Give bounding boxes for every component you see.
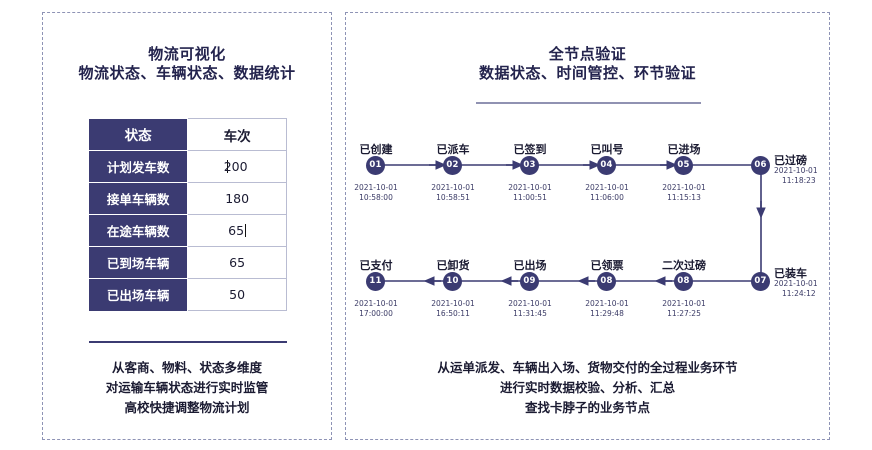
flow-node-time-08-second-weigh: 11:27:25	[667, 309, 701, 318]
flow-node-date-01: 2021-10-01	[354, 183, 398, 192]
flow-node-05[interactable]: 05	[674, 156, 693, 175]
flow-node-07[interactable]: 07	[751, 272, 770, 291]
flow-node-label-11: 已支付	[359, 259, 393, 272]
flow-node-02[interactable]: 02	[443, 156, 462, 175]
row-label-departed-vehicles: 已出场车辆	[89, 278, 189, 311]
table-header-status: 状态	[89, 118, 189, 151]
flow-connectors	[376, 102, 766, 286]
caption-line: 进行实时数据校验、分析、汇总	[499, 380, 675, 395]
flow-node-08-ticket[interactable]: 08	[597, 272, 616, 291]
row-label-planned-departures: 计划发车数	[89, 150, 189, 183]
table-row: 接单车辆数 180	[89, 182, 287, 215]
table-row: 已到场车辆 65	[89, 246, 287, 279]
flow-node-date-10: 2021-10-01	[431, 299, 475, 308]
row-value-planned-departures[interactable]: 200	[187, 150, 287, 183]
flow-node-label-03: 已签到	[513, 143, 547, 156]
flow-node-label-10: 已卸货	[436, 259, 470, 272]
table-header-trips: 车次	[187, 118, 287, 151]
row-label-arrived-vehicles: 已到场车辆	[89, 246, 189, 279]
flow-node-date-03: 2021-10-01	[508, 183, 552, 192]
flow-node-08-second-weigh[interactable]: 08	[674, 272, 693, 291]
flow-node-label-09: 已出场	[513, 259, 547, 272]
flow-node-label-06: 已过磅	[774, 154, 807, 167]
right-panel-header: 全节点验证 数据状态、时间管控、环节验证	[346, 45, 829, 83]
row-value-text: 200	[223, 159, 248, 174]
left-panel-subtitle: 物流状态、车辆状态、数据统计	[78, 64, 296, 82]
caption-line: 高校快捷调整物流计划	[124, 400, 250, 415]
caption-line: 对运输车辆状态进行实时监管	[105, 380, 269, 395]
flow-node-label-04: 已叫号	[590, 143, 624, 156]
table-row: 在途车辆数 65	[89, 214, 287, 247]
right-panel-subtitle: 数据状态、时间管控、环节验证	[478, 64, 696, 82]
flow-node-date-08-ticket: 2021-10-01	[585, 299, 629, 308]
caption-line: 从运单派发、车辆出入场、货物交付的全过程业务环节	[437, 360, 738, 375]
row-value-accepted-vehicles[interactable]: 180	[187, 182, 287, 215]
row-value-text: 65	[228, 223, 245, 238]
flow-node-time-04: 11:06:00	[590, 193, 624, 202]
row-value-departed-vehicles[interactable]: 50	[187, 278, 287, 311]
flow-node-time-06: 11:18:23	[782, 176, 816, 185]
flow-node-date-07: 2021-10-01	[774, 279, 818, 288]
flow-node-label-05: 已进场	[667, 143, 701, 156]
flow-node-11[interactable]: 11	[366, 272, 385, 291]
flow-node-label-08-ticket: 已领票	[590, 259, 624, 272]
flow-node-time-08-ticket: 11:29:48	[590, 309, 624, 318]
flow-node-label-07: 已装车	[774, 267, 807, 280]
right-panel-title: 全节点验证	[548, 45, 627, 63]
left-panel-caption: 从客商、物料、状态多维度 对运输车辆状态进行实时监管 高校快捷调整物流计划	[43, 358, 331, 418]
row-label-in-transit-vehicles: 在途车辆数	[89, 214, 189, 247]
row-label-accepted-vehicles: 接单车辆数	[89, 182, 189, 215]
flow-diagram: 已创建 01 2021-10-01 10:58:00 已派车 02 2021-1…	[346, 13, 831, 441]
flow-node-03[interactable]: 03	[520, 156, 539, 175]
flow-node-time-03: 11:00:51	[513, 193, 547, 202]
flow-node-time-09: 11:31:45	[513, 309, 547, 318]
flow-node-date-02: 2021-10-01	[431, 183, 475, 192]
flow-node-01[interactable]: 01	[366, 156, 385, 175]
row-value-in-transit-vehicles[interactable]: 65	[187, 214, 287, 247]
flow-node-date-05: 2021-10-01	[662, 183, 706, 192]
flow-node-time-02: 10:58:51	[436, 193, 470, 202]
status-table: 状态 车次 计划发车数 200 接单车辆数 180 在途车辆数 65 已到场车辆…	[89, 118, 287, 311]
flow-node-time-05: 11:15:13	[667, 193, 701, 202]
right-panel-caption: 从运单派发、车辆出入场、货物交付的全过程业务环节 进行实时数据校验、分析、汇总 …	[346, 358, 829, 418]
flow-node-time-07: 11:24:12	[782, 289, 816, 298]
flow-node-date-08-second-weigh: 2021-10-01	[662, 299, 706, 308]
left-panel-header: 物流可视化 物流状态、车辆状态、数据统计	[43, 45, 331, 83]
flow-node-time-10: 16:50:11	[436, 309, 470, 318]
left-panel: 物流可视化 物流状态、车辆状态、数据统计 状态 车次 计划发车数 200 接单车…	[42, 12, 332, 440]
flow-node-date-09: 2021-10-01	[508, 299, 552, 308]
caption-line: 从客商、物料、状态多维度	[111, 360, 262, 375]
flow-node-date-04: 2021-10-01	[585, 183, 629, 192]
text-caret-icon	[226, 160, 228, 173]
right-panel: 全节点验证 数据状态、时间管控、环节验证	[345, 12, 830, 440]
flow-node-label-08-second-weigh: 二次过磅	[662, 259, 706, 272]
flow-node-date-11: 2021-10-01	[354, 299, 398, 308]
flow-node-date-06: 2021-10-01	[774, 166, 818, 175]
text-caret-icon	[245, 224, 247, 237]
table-row: 已出场车辆 50	[89, 278, 287, 311]
flow-node-time-11: 17:00:00	[359, 309, 393, 318]
flow-node-06[interactable]: 06	[751, 156, 770, 175]
flow-node-04[interactable]: 04	[597, 156, 616, 175]
caption-line: 查找卡脖子的业务节点	[524, 400, 650, 415]
flow-node-label-01: 已创建	[359, 143, 393, 156]
table-row: 计划发车数 200	[89, 150, 287, 183]
left-panel-title: 物流可视化	[148, 45, 226, 63]
flow-node-time-01: 10:58:00	[359, 193, 393, 202]
flow-node-09[interactable]: 09	[520, 272, 539, 291]
flow-node-10[interactable]: 10	[443, 272, 462, 291]
table-header-row: 状态 车次	[89, 118, 287, 151]
flow-node-label-02: 已派车	[436, 143, 470, 156]
table-bottom-rule	[89, 341, 287, 343]
row-value-arrived-vehicles[interactable]: 65	[187, 246, 287, 279]
